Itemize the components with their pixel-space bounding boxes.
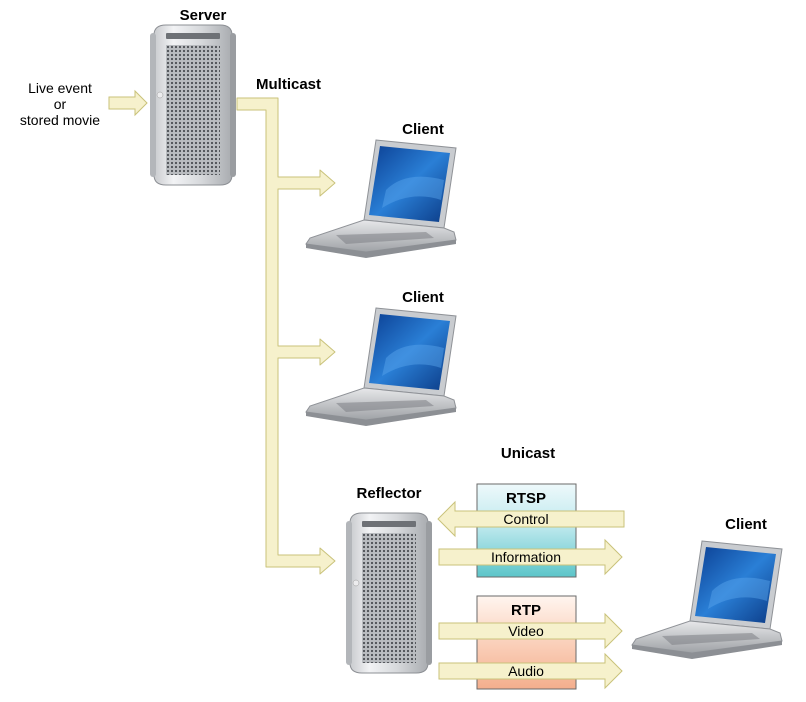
remote-client-label: Client [725,516,767,533]
client-1-label: Client [402,121,444,138]
control-arrow [437,500,625,538]
control-label: Control [503,511,548,527]
multicast-label: Multicast [256,76,321,93]
client-laptop-2 [305,307,457,427]
reflector-label: Reflector [356,485,421,502]
audio-arrow [438,652,623,690]
information-label: Information [491,549,561,565]
video-arrow [438,612,623,650]
client-laptop-1 [305,139,457,259]
reflector-tower [345,512,433,674]
input-line-3: stored movie [20,112,100,128]
remote-client-laptop [631,540,783,660]
unicast-label: Unicast [501,445,555,462]
information-arrow [438,538,623,576]
rtsp-title: RTSP [506,490,546,507]
rtp-title: RTP [511,602,541,619]
server-title: Server [180,7,227,24]
client-2-label: Client [402,289,444,306]
multicast-pipe [236,97,336,575]
server-tower [149,24,237,186]
input-arrow [108,89,148,117]
input-line-1: Live event [28,80,92,96]
input-line-2: or [54,96,67,112]
video-label: Video [508,623,544,639]
audio-label: Audio [508,663,544,679]
